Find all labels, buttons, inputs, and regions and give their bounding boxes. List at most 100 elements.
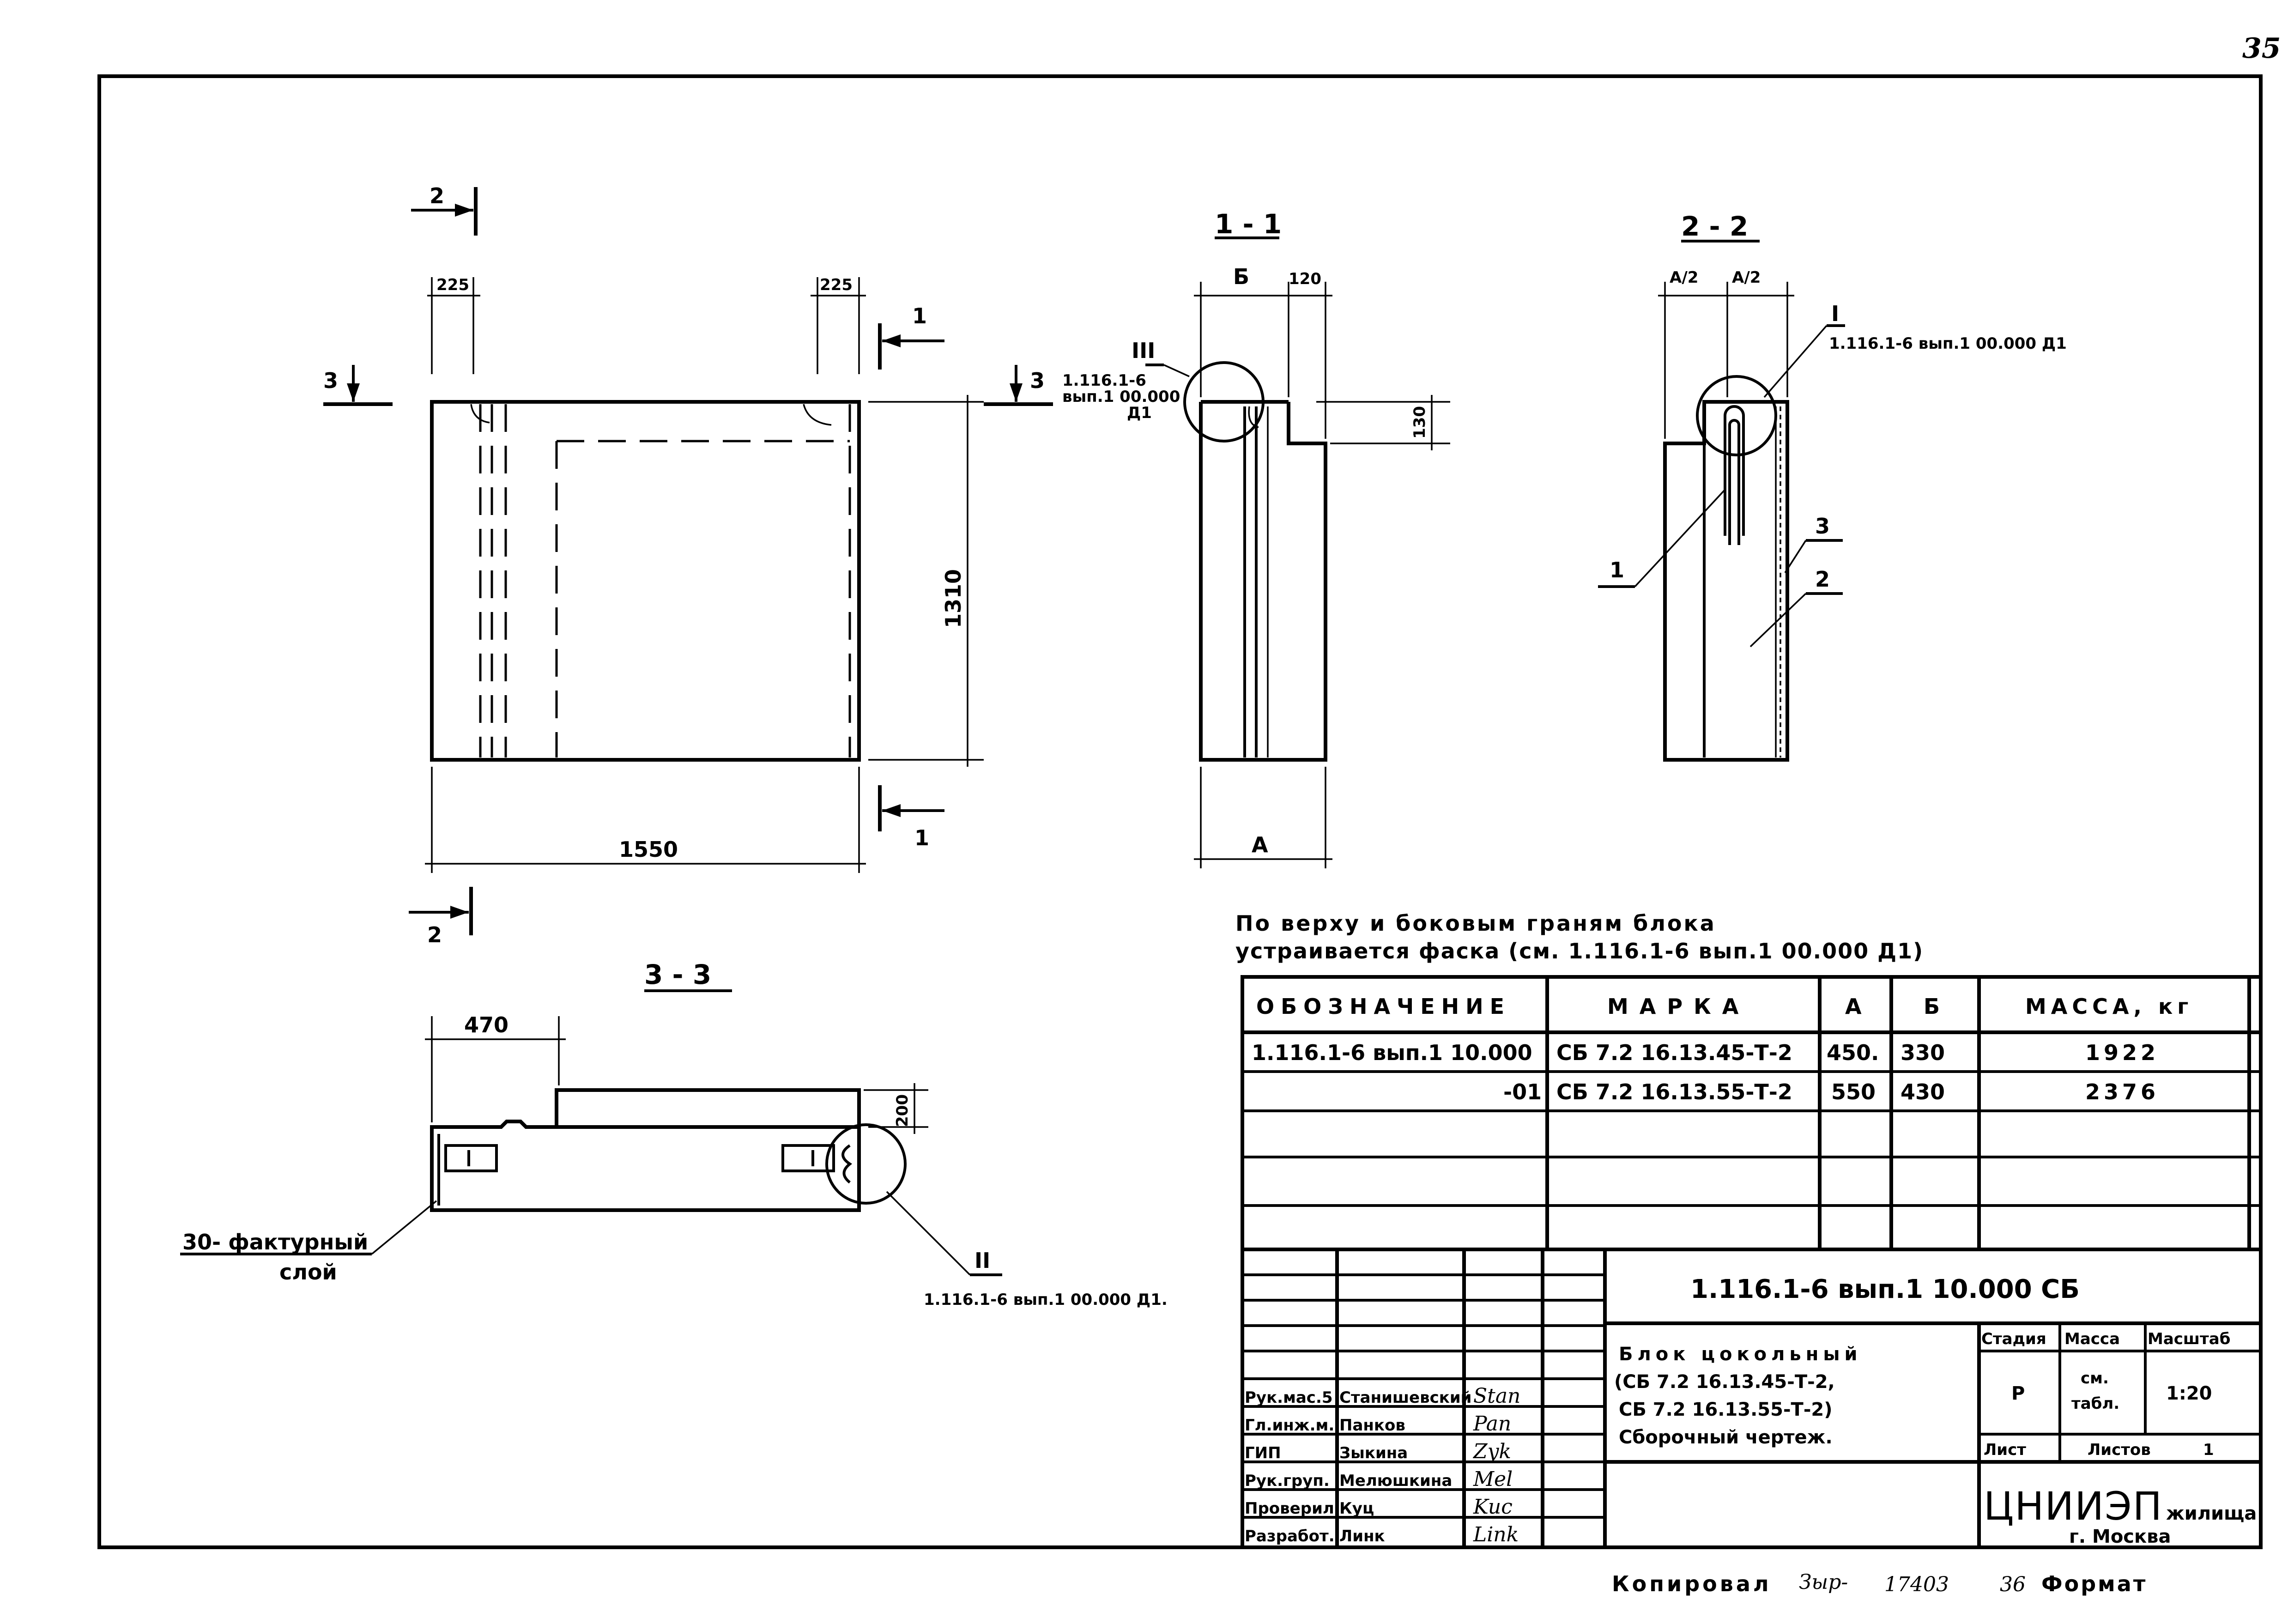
spec-header-a: А bbox=[1845, 994, 1862, 1019]
staff-sign-4: Mel bbox=[1473, 1467, 1513, 1491]
org-city: г. Москва bbox=[2069, 1526, 2171, 1547]
staff-role-1: Рук.мас.5 bbox=[1245, 1388, 1333, 1407]
section-1-1-title: 1 - 1 bbox=[1215, 208, 1282, 240]
front-dim-1310: 1310 bbox=[941, 569, 966, 628]
note-line-1: По верху и боковым граням блока bbox=[1235, 911, 1716, 936]
note-line-2: устраивается фаска (см. 1.116.1-6 вып.1 … bbox=[1235, 939, 1924, 963]
dim-A2-left: А/2 bbox=[1670, 268, 1698, 287]
staff-role-2: Гл.инж.м. bbox=[1245, 1416, 1334, 1435]
mass-label: Масса bbox=[2064, 1330, 2120, 1348]
drawing-name-2: (СБ 7.2 16.13.45-Т-2, bbox=[1614, 1371, 1835, 1393]
scale-value: 1:20 bbox=[2166, 1383, 2212, 1404]
position-3: 3 bbox=[1815, 514, 1830, 539]
callout-I-number: I bbox=[1831, 301, 1839, 326]
drawing-name-4: Сборочный чертеж. bbox=[1619, 1427, 1833, 1448]
detail-callout-III bbox=[1183, 361, 1265, 442]
order-number: 17403 bbox=[1884, 1573, 1949, 1596]
layer-note-1: 30- фактурный bbox=[182, 1230, 368, 1254]
front-dim-225-right: 225 bbox=[820, 276, 853, 294]
mass-value-1: см. bbox=[2081, 1369, 2109, 1388]
cut-mark-2-top: 2 bbox=[430, 183, 444, 208]
callout-III-ref-3: Д1 bbox=[1127, 404, 1152, 422]
dim-470: 470 bbox=[464, 1012, 508, 1037]
staff-sign-3: Zyk bbox=[1472, 1440, 1511, 1463]
staff-role-6: Разработ. bbox=[1245, 1527, 1335, 1545]
callout-II-number: II bbox=[974, 1248, 990, 1273]
callout-III-ref-1: 1.116.1-6 bbox=[1062, 371, 1146, 390]
staff-role-5: Проверил bbox=[1245, 1499, 1334, 1518]
callout-II-ref: 1.116.1-6 вып.1 00.000 Д1. bbox=[924, 1291, 1168, 1309]
org-sub: жилища bbox=[2166, 1503, 2257, 1524]
sheet-frame bbox=[97, 74, 2263, 1549]
callout-I-ref: 1.116.1-6 вып.1 00.000 Д1 bbox=[1829, 334, 2067, 353]
page-number: 35 bbox=[2242, 32, 2281, 65]
scale-label: Масштаб bbox=[2148, 1330, 2230, 1348]
staff-sign-5: Kuc bbox=[1473, 1495, 1513, 1519]
staff-name-4: Мелюшкина bbox=[1339, 1472, 1452, 1490]
callout-III-number: III bbox=[1132, 338, 1155, 363]
front-view: 225 225 1310 1550 2 2 1 1 bbox=[323, 183, 1053, 947]
dim-200: 200 bbox=[893, 1094, 912, 1127]
detail-callout-II bbox=[825, 1123, 907, 1205]
staff-name-6: Линк bbox=[1339, 1527, 1385, 1545]
spec-header-mass: МАССА, кг bbox=[2025, 994, 2193, 1019]
spec-row-2-designation: -01 bbox=[1503, 1079, 1542, 1104]
staff-name-3: Зыкина bbox=[1339, 1444, 1408, 1462]
front-dim-225-left: 225 bbox=[436, 276, 469, 294]
stage-value: Р bbox=[2011, 1383, 2025, 1404]
insert-slot-right bbox=[781, 1144, 835, 1172]
copied-label: Копировал bbox=[1612, 1571, 1772, 1596]
copied-signature: Зыр- bbox=[1799, 1570, 1848, 1594]
title-block: Рук.мас.5 Станишевский Stan Гл.инж.м. Па… bbox=[1241, 1248, 2261, 1547]
position-1: 1 bbox=[1610, 557, 1624, 582]
position-2: 2 bbox=[1815, 567, 1830, 592]
layer-note-2: слой bbox=[279, 1260, 337, 1285]
dim-130: 130 bbox=[1410, 406, 1429, 439]
front-view-outline bbox=[430, 400, 861, 762]
cut-mark-1-bottom: 1 bbox=[914, 825, 929, 850]
spec-row-1-mass: 1922 bbox=[2085, 1040, 2159, 1065]
detail-callout-I bbox=[1696, 375, 1777, 456]
cut-mark-1-top: 1 bbox=[912, 303, 927, 328]
spec-row-2-a: 550 bbox=[1831, 1079, 1876, 1104]
stage-label: Стадия bbox=[1981, 1330, 2046, 1348]
spec-row-1-a: 450. bbox=[1827, 1040, 1879, 1065]
front-dim-1550: 1550 bbox=[619, 837, 678, 862]
staff-role-3: ГИП bbox=[1245, 1444, 1281, 1462]
staff-name-1: Станишевский bbox=[1339, 1388, 1471, 1407]
org-main: ЦНИИЭП bbox=[1984, 1484, 2163, 1529]
staff-role-4: Рук.груп. bbox=[1245, 1472, 1330, 1490]
sheets-label: Листов bbox=[2088, 1441, 2151, 1459]
section-2-2: 2 - 2 А/2 А/2 I 1.116.1-6 вып.1 00.000 Д… bbox=[1598, 211, 2067, 762]
dim-B: Б bbox=[1233, 264, 1249, 289]
sheets-value: 1 bbox=[2203, 1441, 2214, 1459]
dim-A: А bbox=[1252, 832, 1268, 857]
section-2-2-title: 2 - 2 bbox=[1681, 211, 1748, 242]
staff-name-5: Куц bbox=[1339, 1499, 1374, 1518]
spec-table: ОБОЗНАЧЕНИЕ МАРКА А Б МАССА, кг 1.116.1-… bbox=[1241, 975, 2263, 1251]
spec-header-mark: МАРКА bbox=[1607, 994, 1749, 1019]
cut-mark-2-bottom: 2 bbox=[427, 922, 442, 947]
section-3-3-title: 3 - 3 bbox=[644, 959, 711, 990]
spec-row-2-mark: СБ 7.2 16.13.55-Т-2 bbox=[1556, 1079, 1792, 1104]
insert-slot-left bbox=[444, 1144, 498, 1172]
sheet-label: Лист bbox=[1984, 1441, 2026, 1459]
spec-row-1-designation: 1.116.1-6 вып.1 10.000 bbox=[1252, 1040, 1532, 1065]
spec-row-2-mass: 2376 bbox=[2085, 1079, 2159, 1104]
staff-sign-2: Pan bbox=[1473, 1412, 1511, 1436]
section-3-3: 3 - 3 470 200 30- фактурный слой II 1.11… bbox=[180, 959, 1168, 1309]
drawing-name-1: Блок цокольный bbox=[1619, 1344, 1862, 1365]
format-number: 36 bbox=[2000, 1573, 2026, 1596]
dim-120: 120 bbox=[1289, 270, 1321, 288]
spec-row-2-b: 430 bbox=[1901, 1079, 1945, 1104]
dim-A2-right: А/2 bbox=[1732, 268, 1761, 287]
cut-mark-3-left: 3 bbox=[323, 368, 338, 393]
doc-code: 1.116.1-6 вып.1 10.000 СБ bbox=[1690, 1274, 2080, 1304]
spec-row-1-b: 330 bbox=[1901, 1040, 1945, 1065]
callout-III-ref-2: вып.1 00.000 bbox=[1062, 388, 1180, 406]
drawing-name-3: СБ 7.2 16.13.55-Т-2) bbox=[1619, 1399, 1833, 1420]
mass-value-2: табл. bbox=[2071, 1394, 2119, 1413]
section-1-1: 1 - 1 III 1.116.1-6 вып.1 00.000 Д1 Б 12… bbox=[1062, 208, 1450, 868]
spec-header-b: Б bbox=[1924, 994, 1940, 1019]
